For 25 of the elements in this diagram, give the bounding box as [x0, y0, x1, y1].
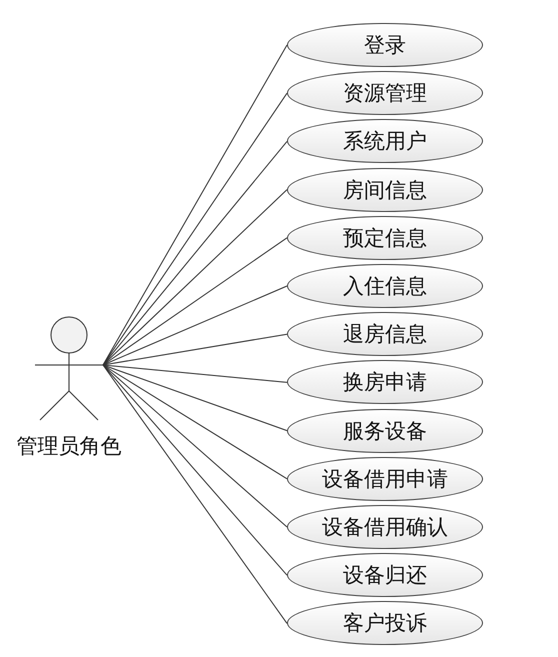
association-line — [102, 364, 288, 383]
use-case-ellipse: 设备归还 — [287, 553, 483, 598]
use-case-ellipse: 登录 — [287, 23, 483, 67]
use-case-ellipse: 换房申请 — [287, 360, 483, 404]
use-case-ellipse: 服务设备 — [287, 408, 483, 453]
association-line — [102, 237, 288, 366]
association-line — [102, 364, 288, 480]
use-case-ellipse: 退房信息 — [287, 312, 483, 356]
actor-label: 管理员角色 — [16, 433, 122, 460]
association-line — [102, 334, 288, 366]
use-case-ellipse: 资源管理 — [287, 71, 483, 116]
use-case-ellipse: 预定信息 — [287, 216, 483, 260]
association-line — [102, 364, 288, 528]
association-line — [102, 364, 288, 432]
use-case-ellipse: 设备借用申请 — [287, 456, 483, 501]
association-line — [102, 364, 288, 576]
use-case-ellipse: 系统用户 — [287, 119, 483, 164]
use-case-ellipse: 设备借用确认 — [287, 505, 483, 549]
use-case-ellipse: 客户投诉 — [287, 601, 483, 646]
use-case-ellipse: 入住信息 — [287, 264, 483, 308]
association-line — [102, 189, 288, 366]
use-case-ellipse: 房间信息 — [287, 168, 483, 212]
association-line — [102, 140, 288, 366]
association-line — [102, 286, 288, 366]
association-line — [102, 364, 288, 624]
